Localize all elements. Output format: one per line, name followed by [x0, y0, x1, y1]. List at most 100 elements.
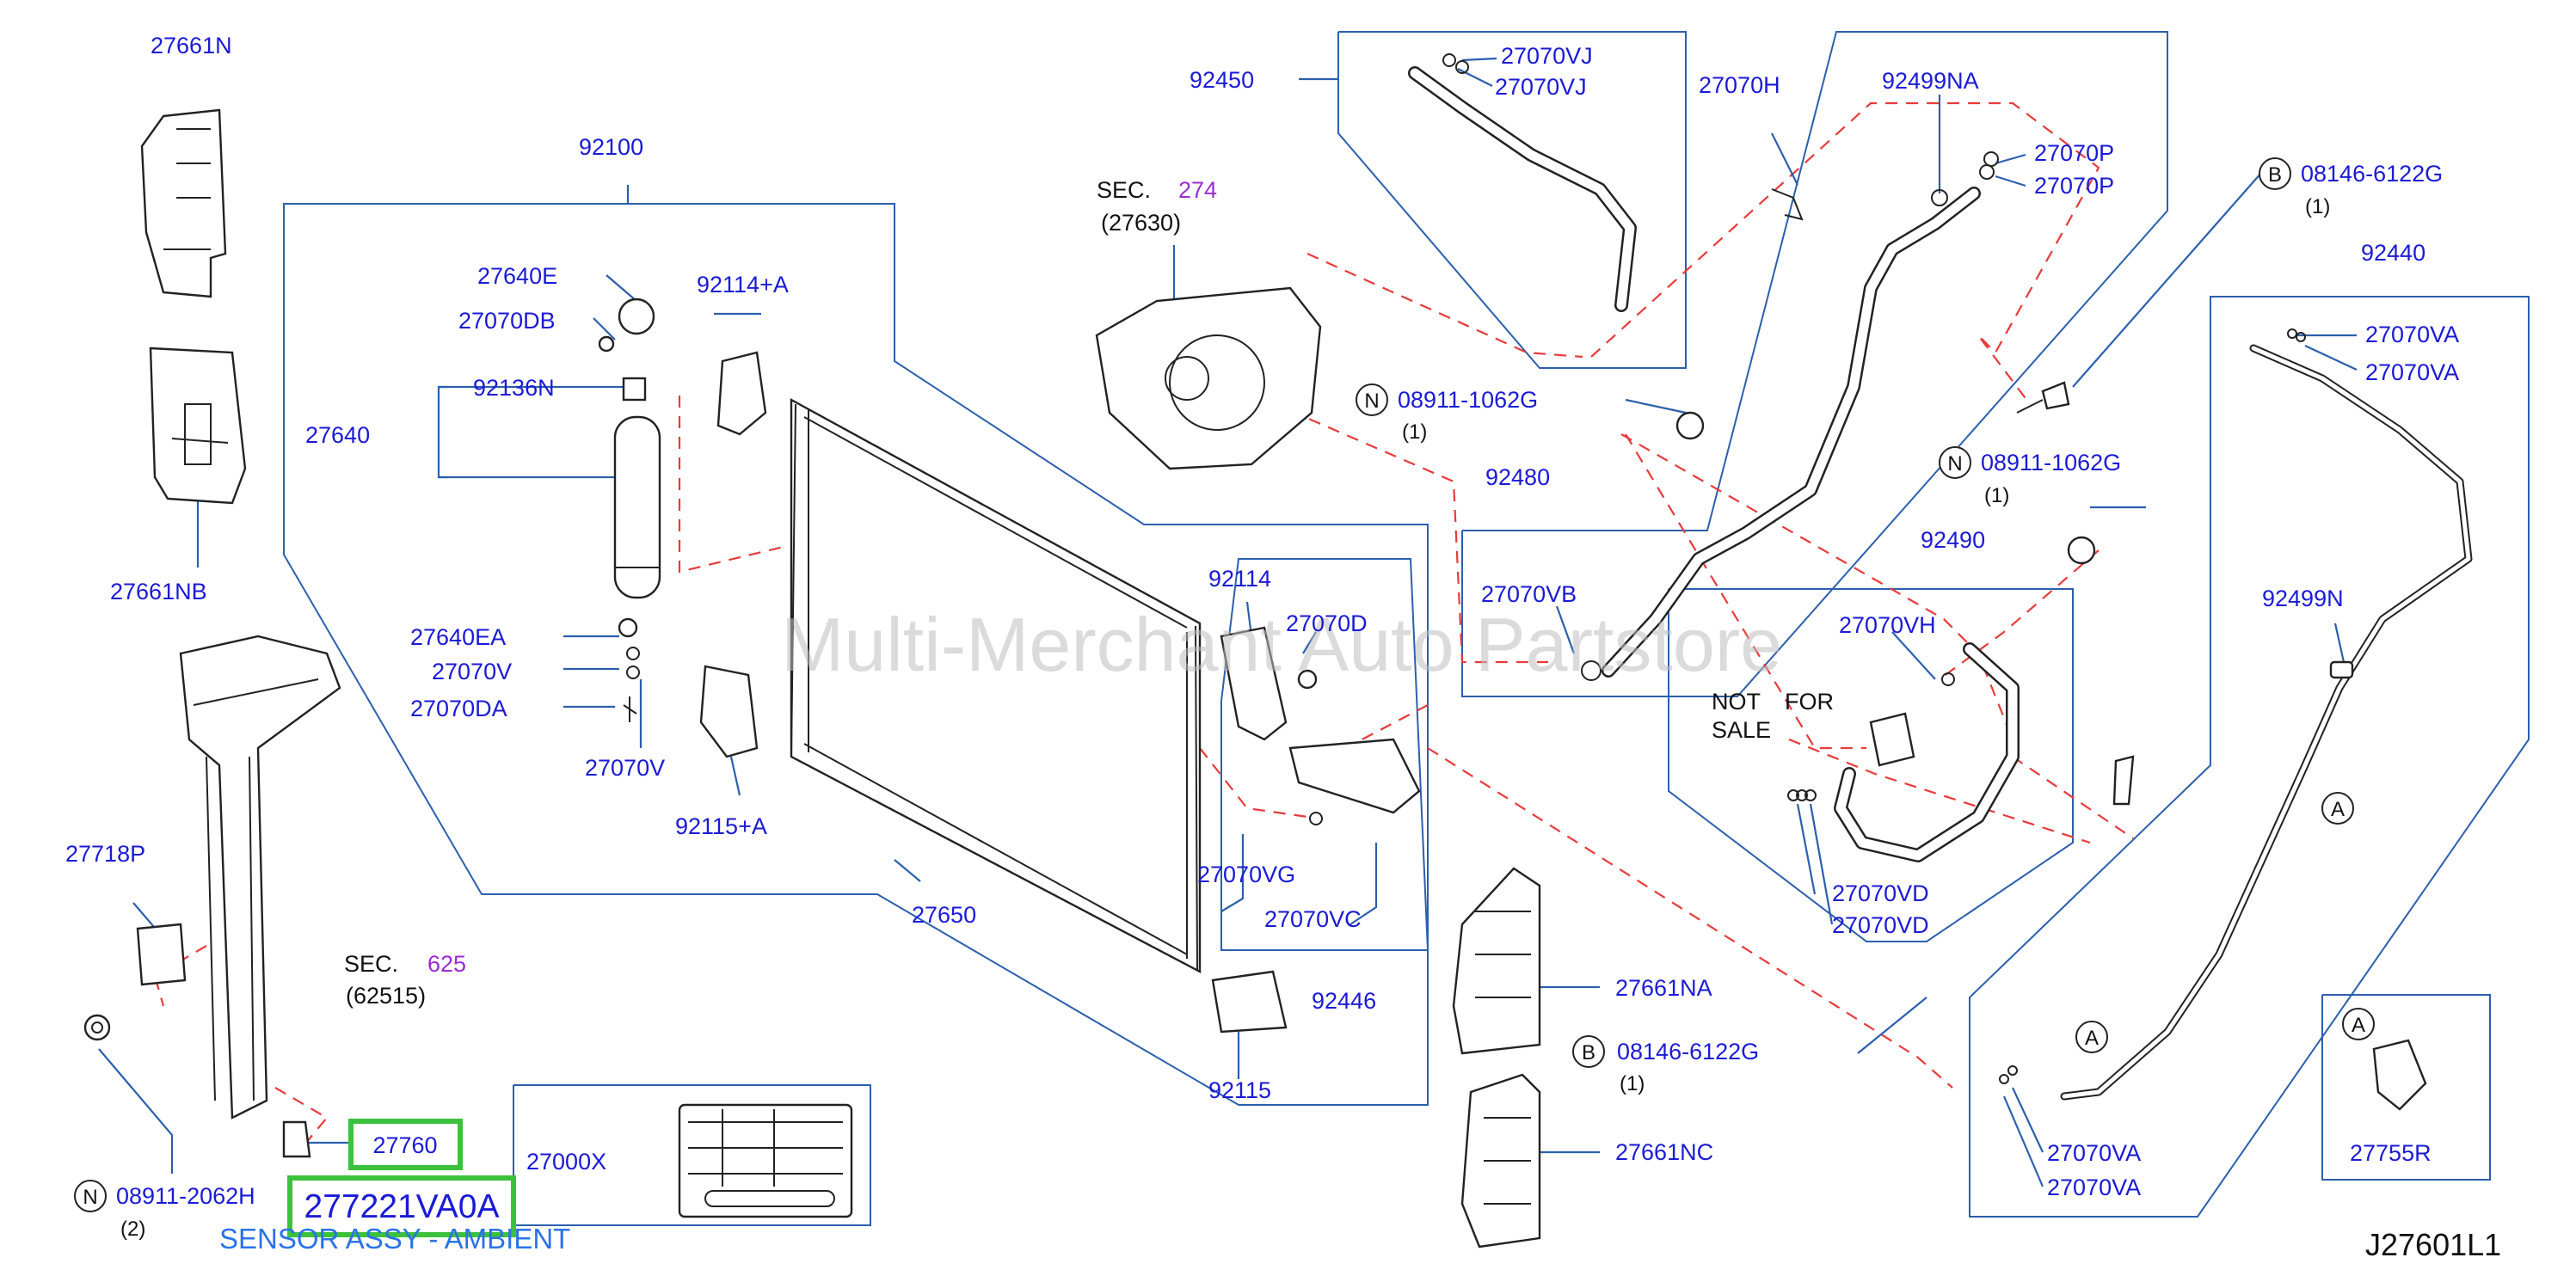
highlight-box-part: [348, 1119, 463, 1170]
frame-92490: [1668, 588, 2074, 942]
callout-08911-1062G-b[interactable]: 08911-1062G: [1981, 450, 2121, 475]
callout-27661N[interactable]: 27661N: [151, 33, 232, 58]
frame-92450: [1337, 31, 1687, 369]
callout-92115A[interactable]: 92115+A: [675, 813, 767, 839]
callout-08146-6122G-b[interactable]: 08146-6122G: [1617, 1039, 1759, 1064]
circle-a-1: A: [2331, 798, 2345, 821]
part-drawings: [83, 53, 2473, 1248]
block-fitting-92446: [1288, 738, 1421, 814]
callout-27070VC[interactable]: 27070VC: [1264, 906, 1362, 932]
pipe-92440: [2060, 344, 2473, 1101]
callout-27070VA-2[interactable]: 27070VA: [2365, 359, 2459, 385]
circle-n-1: N: [83, 1186, 97, 1209]
callout-08146-6122G-b-qty: (1): [1620, 1072, 1645, 1095]
callout-08911-1062G-a-qty: (1): [1402, 420, 1427, 444]
hose-92490: [1834, 642, 2020, 862]
not-for-sale-line1b: FOR: [1785, 689, 1834, 715]
air-guide-27661NA: [1452, 867, 1541, 1055]
callout-27070VA-1[interactable]: 27070VA: [2365, 322, 2459, 347]
callout-27000X[interactable]: 27000X: [526, 1149, 606, 1175]
callout-labels: 27661N 27661NB 27718P 08911-2062H (2) 92…: [65, 33, 2459, 1241]
sec625-prefix: SEC.: [344, 951, 398, 977]
callout-92490[interactable]: 92490: [1921, 527, 1985, 553]
leader-lines: [98, 57, 2358, 1187]
callout-92100[interactable]: 92100: [579, 134, 643, 160]
sec274-ref: (27630): [1101, 210, 1181, 236]
callout-92480[interactable]: 92480: [1485, 464, 1550, 490]
frame-27755R: [2321, 994, 2491, 1181]
not-for-sale-line2: SALE: [1712, 717, 1771, 743]
clip-27755R: [2372, 1039, 2427, 1111]
receiver-drier-27640: [613, 415, 661, 599]
circle-n-3: N: [1947, 452, 1962, 475]
callout-27070VG[interactable]: 27070VG: [1197, 862, 1295, 887]
condenser-27650: [790, 397, 1202, 973]
frame-92446: [1220, 558, 1429, 951]
highlight-box-oem: [287, 1175, 516, 1237]
sec625-ref: (62515): [346, 983, 426, 1009]
callout-27070VH[interactable]: 27070VH: [1839, 612, 1936, 638]
sec625-number[interactable]: 625: [427, 951, 466, 977]
callout-27070VA-3[interactable]: 27070VA: [2047, 1140, 2141, 1166]
circle-markers: N N N B B A A A: [74, 157, 2375, 1212]
callout-27661NB[interactable]: 27661NB: [110, 579, 207, 604]
callout-27755R[interactable]: 27755R: [2350, 1140, 2432, 1166]
frame-92100: [283, 203, 1429, 1106]
callout-92499N[interactable]: 92499N: [2262, 586, 2344, 611]
sec274-prefix: SEC.: [1097, 177, 1151, 203]
callout-27070V-a[interactable]: 27070V: [432, 659, 512, 684]
ambient-sensor-27760: [282, 1120, 311, 1158]
callout-27070VD-a[interactable]: 27070VD: [1832, 880, 1929, 906]
callout-27070DB[interactable]: 27070DB: [458, 308, 556, 334]
callout-92446[interactable]: 92446: [1312, 988, 1376, 1014]
callout-27070DA[interactable]: 27070DA: [410, 696, 507, 721]
circle-b-2: B: [1582, 1041, 1595, 1064]
callout-27070P-a[interactable]: 27070P: [2034, 140, 2114, 166]
callout-27070VB[interactable]: 27070VB: [1481, 581, 1577, 607]
callout-27650[interactable]: 27650: [912, 902, 976, 928]
callout-27640EA[interactable]: 27640EA: [410, 624, 506, 650]
callout-27070D[interactable]: 27070D: [1286, 610, 1368, 636]
callout-27070P-b[interactable]: 27070P: [2034, 173, 2114, 199]
circle-n-2: N: [1364, 390, 1379, 413]
highlight-oem-number[interactable]: 277221VA0A: [304, 1188, 500, 1225]
callout-27718P[interactable]: 27718P: [65, 841, 145, 867]
callout-92115[interactable]: 92115: [1208, 1077, 1271, 1103]
callout-08911-1062G-a[interactable]: 08911-1062G: [1398, 387, 1538, 413]
callout-27661NA[interactable]: 27661NA: [1615, 975, 1712, 1001]
section-references: SEC. 274 (27630) SEC. 625 (62515) NOT FO…: [344, 177, 2501, 1262]
sec274-number[interactable]: 274: [1178, 177, 1217, 203]
callout-92499NA[interactable]: 92499NA: [1882, 68, 1979, 94]
callout-92114[interactable]: 92114: [1208, 566, 1271, 592]
callout-92114A[interactable]: 92114+A: [697, 272, 789, 298]
callout-27070V-b[interactable]: 27070V: [585, 755, 665, 781]
callout-27070VJ-a[interactable]: 27070VJ: [1501, 43, 1593, 69]
callout-27070H[interactable]: 27070H: [1699, 72, 1780, 98]
air-guide-27661N: [140, 108, 227, 298]
circle-a-3: A: [2352, 1014, 2365, 1037]
callout-08911-2062H[interactable]: 08911-2062H: [116, 1183, 255, 1209]
callout-27661NC[interactable]: 27661NC: [1615, 1139, 1713, 1165]
callout-92450[interactable]: 92450: [1190, 67, 1254, 93]
bracket-27661NB: [149, 347, 247, 505]
radiator-bracket-sec625: [179, 635, 341, 1120]
circle-a-2: A: [2085, 1027, 2099, 1050]
callout-08146-6122G-a[interactable]: 08146-6122G: [2301, 161, 2443, 187]
callout-08911-1062G-b-qty: (1): [1984, 484, 2009, 507]
callout-08911-2062H-qty: (2): [120, 1218, 145, 1241]
highlight-part-number[interactable]: 27760: [372, 1132, 437, 1158]
assembly-frames: [283, 31, 2530, 1226]
part-description: SENSOR ASSY - AMBIENT: [219, 1223, 570, 1255]
callout-27070VJ-b[interactable]: 27070VJ: [1495, 74, 1587, 100]
watermark: Multi-Merchant Auto Partstore: [781, 602, 1782, 687]
callout-27070VA-4[interactable]: 27070VA: [2047, 1175, 2141, 1200]
callout-92136N[interactable]: 92136N: [473, 375, 555, 401]
frame-92480: [1461, 31, 2168, 697]
callout-92440[interactable]: 92440: [2361, 240, 2425, 266]
frame-92440: [1969, 296, 2530, 1218]
callout-27640E[interactable]: 27640E: [477, 263, 557, 289]
not-for-sale-line1: NOT: [1712, 689, 1761, 715]
callout-27640[interactable]: 27640: [305, 422, 370, 448]
callout-27070VD-b[interactable]: 27070VD: [1832, 912, 1929, 938]
